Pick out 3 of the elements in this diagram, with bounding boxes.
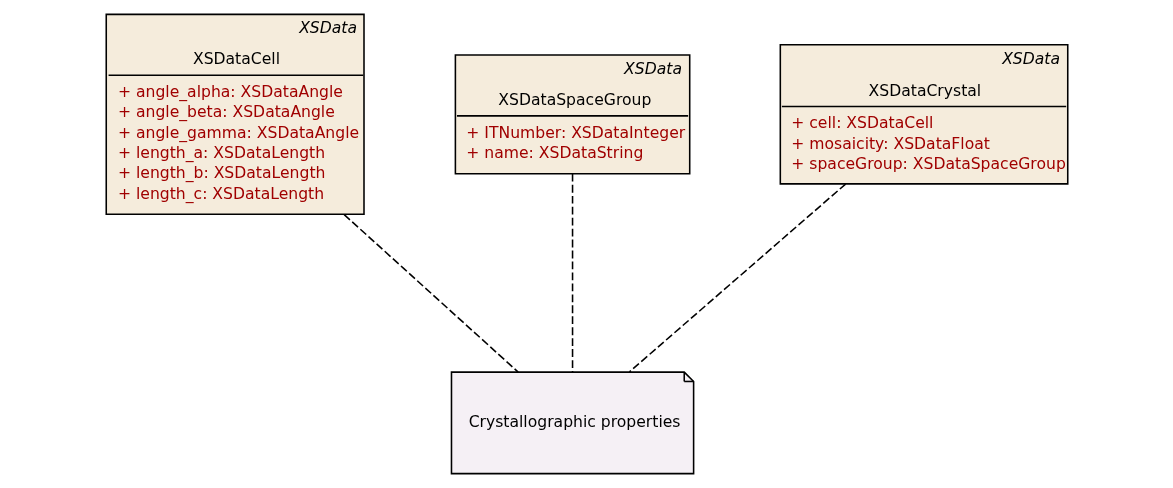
connector <box>571 173 573 373</box>
connector <box>342 213 519 373</box>
connector <box>628 183 846 373</box>
